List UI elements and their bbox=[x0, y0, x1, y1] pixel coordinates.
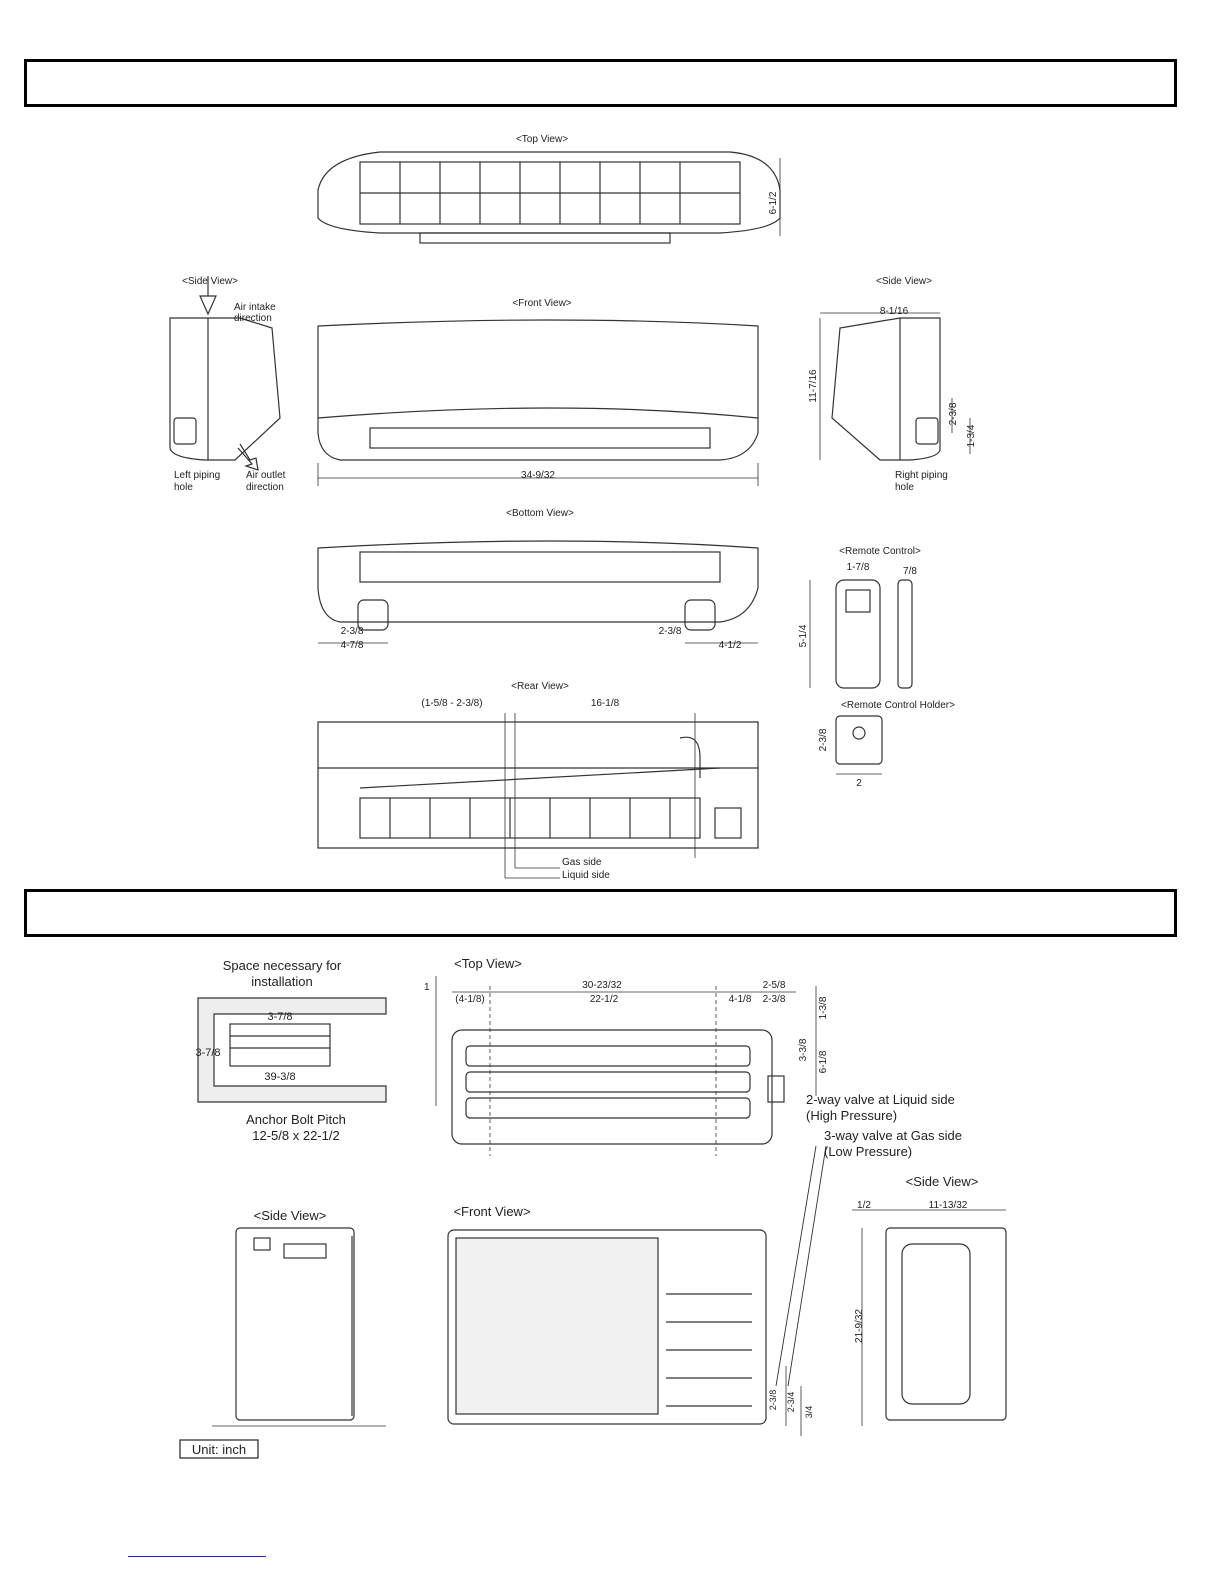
indoor-rear-view-title: <Rear View> bbox=[511, 681, 569, 692]
outdoor-front-view bbox=[447, 1145, 827, 1436]
space-title-2: installation bbox=[251, 974, 312, 989]
outdoor-top-d7: 2-3/8 bbox=[763, 994, 786, 1005]
space-top-dim: 3-7/8 bbox=[267, 1011, 292, 1023]
unit-label-box bbox=[179, 1439, 259, 1459]
indoor-top-depth-dim: 6-1/2 bbox=[768, 191, 779, 214]
outdoor-front-v2: 2-3/4 bbox=[786, 1392, 796, 1413]
indoor-remote-holder bbox=[835, 715, 883, 775]
indoor-bottom-dim-l2: 4-7/8 bbox=[341, 640, 364, 651]
rear-dim-b: 16-1/8 bbox=[591, 698, 620, 709]
indoor-top-view-title: <Top View> bbox=[516, 134, 568, 145]
unit-label: Unit: inch bbox=[192, 1442, 246, 1457]
indoor-left-side-view bbox=[169, 276, 281, 471]
indoor-left-side-title: <Side View> bbox=[182, 276, 238, 287]
outdoor-front-v1: 2-3/8 bbox=[768, 1390, 778, 1411]
remote-depth-dim: 7/8 bbox=[903, 566, 917, 577]
right-piping-label-2: hole bbox=[895, 482, 914, 493]
indoor-remote-control bbox=[809, 579, 913, 689]
footer-link-underline bbox=[128, 1556, 266, 1557]
indoor-right-side-title: <Side View> bbox=[876, 276, 932, 287]
valve-liquid-label-1: 2-way valve at Liquid side bbox=[806, 1092, 955, 1107]
indoor-bottom-dim-l1: 2-3/8 bbox=[341, 626, 364, 637]
indoor-bottom-view bbox=[317, 540, 759, 644]
valve-liquid-label-2: (High Pressure) bbox=[806, 1108, 897, 1123]
indoor-bottom-dim-r1: 2-3/8 bbox=[659, 626, 682, 637]
indoor-top-view bbox=[317, 151, 781, 244]
indoor-right-dim-b: 1-3/4 bbox=[966, 424, 977, 447]
indoor-unit-drawing: <Top View> 6-1/2 <Side View> Air intake … bbox=[160, 118, 1000, 888]
remote-control-title: <Remote Control> bbox=[839, 546, 921, 557]
gas-side-label: Gas side bbox=[562, 857, 602, 868]
outdoor-top-d5: 22-1/2 bbox=[590, 994, 619, 1005]
holder-width-dim: 2 bbox=[856, 778, 862, 789]
remote-height-dim: 5-1/4 bbox=[798, 624, 809, 647]
space-bottom-dim: 39-3/8 bbox=[264, 1071, 295, 1083]
left-piping-label-1: Left piping bbox=[174, 470, 220, 481]
outdoor-top-view bbox=[435, 976, 817, 1156]
outdoor-top-d3: 2-5/8 bbox=[763, 980, 786, 991]
holder-height-dim: 2-3/8 bbox=[818, 728, 829, 751]
remote-holder-title: <Remote Control Holder> bbox=[841, 700, 955, 711]
outdoor-left-side-title: <Side View> bbox=[254, 1208, 327, 1223]
indoor-front-view bbox=[317, 319, 759, 486]
outdoor-space-diagram bbox=[197, 997, 387, 1103]
outdoor-top-d4: (4-1/8) bbox=[455, 994, 484, 1005]
space-title-1: Space necessary for bbox=[223, 958, 342, 973]
outdoor-right-side-view bbox=[852, 1209, 1007, 1426]
indoor-right-height-dim: 11-7/16 bbox=[808, 369, 819, 403]
indoor-front-view-title: <Front View> bbox=[512, 298, 571, 309]
indoor-right-side-view bbox=[819, 312, 971, 461]
anchor-title: Anchor Bolt Pitch bbox=[246, 1112, 346, 1127]
air-intake-label-1: Air intake bbox=[234, 302, 276, 313]
indoor-bottom-dim-r2: 4-1/2 bbox=[719, 640, 742, 651]
outdoor-top-d6: 4-1/8 bbox=[729, 994, 752, 1005]
indoor-unit-header-box bbox=[24, 59, 1177, 107]
indoor-front-width-dim: 34-9/32 bbox=[521, 470, 555, 481]
outdoor-top-d1: 1 bbox=[424, 982, 430, 993]
left-piping-label-2: hole bbox=[174, 482, 193, 493]
outdoor-top-d9: 3-3/8 bbox=[798, 1038, 809, 1061]
air-intake-label-2: direction bbox=[234, 313, 272, 324]
indoor-right-dim-a: 2-3/8 bbox=[948, 402, 959, 425]
rear-dim-a: (1-5/8 - 2-3/8) bbox=[421, 698, 482, 709]
outdoor-right-side-title: <Side View> bbox=[906, 1174, 979, 1189]
indoor-right-depth-dim: 8-1/16 bbox=[880, 306, 909, 317]
outdoor-top-d2: 30-23/32 bbox=[582, 980, 622, 991]
space-left-dim: 3-7/8 bbox=[195, 1047, 220, 1059]
outdoor-top-d8: 1-3/8 bbox=[818, 996, 829, 1019]
valve-gas-label-2: (Low Pressure) bbox=[824, 1144, 912, 1159]
outdoor-left-side-view bbox=[212, 1227, 386, 1427]
indoor-bottom-view-title: <Bottom View> bbox=[506, 508, 574, 519]
valve-gas-label-1: 3-way valve at Gas side bbox=[824, 1128, 962, 1143]
liquid-side-label: Liquid side bbox=[562, 870, 610, 881]
air-outlet-label-1: Air outlet bbox=[246, 470, 286, 481]
remote-width-dim: 1-7/8 bbox=[847, 562, 870, 573]
outdoor-front-v3: 3/4 bbox=[804, 1406, 814, 1419]
air-outlet-label-2: direction bbox=[246, 482, 284, 493]
outdoor-top-view-title: <Top View> bbox=[454, 956, 522, 971]
outdoor-front-view-title: <Front View> bbox=[453, 1204, 530, 1219]
outdoor-top-d10: 6-1/8 bbox=[818, 1050, 829, 1073]
anchor-value: 12-5/8 x 22-1/2 bbox=[252, 1128, 339, 1143]
outdoor-right-dim-b: 11-13/32 bbox=[929, 1200, 968, 1211]
outdoor-right-height-dim: 21-9/32 bbox=[854, 1309, 865, 1343]
outdoor-unit-drawing: Space necessary for installation 3-7/8 3… bbox=[176, 946, 1026, 1466]
outdoor-right-dim-a: 1/2 bbox=[857, 1200, 871, 1211]
indoor-rear-view bbox=[317, 713, 759, 879]
right-piping-label-1: Right piping bbox=[895, 470, 948, 481]
outdoor-unit-header-box bbox=[24, 889, 1177, 937]
